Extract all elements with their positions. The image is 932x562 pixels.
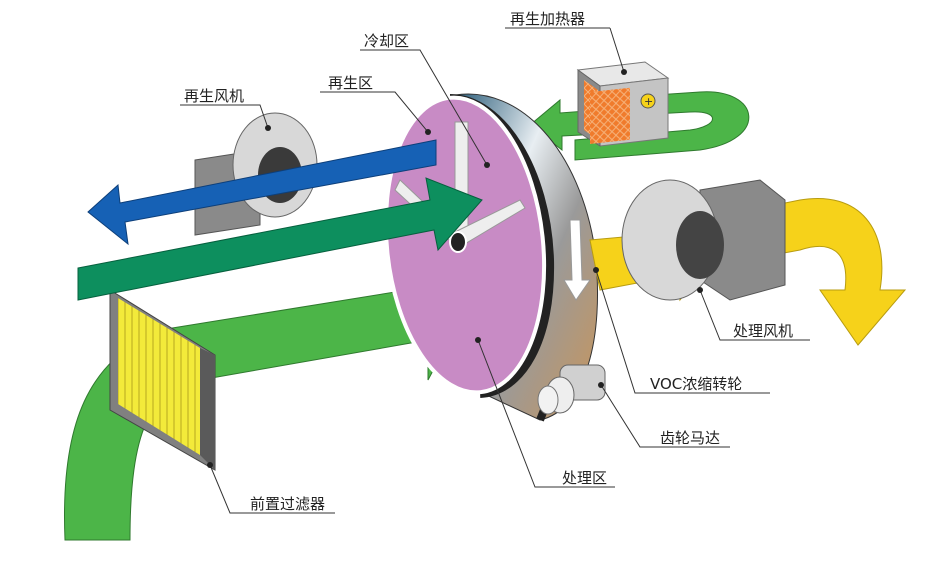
label-pre-filter: 前置过滤器 — [250, 495, 325, 513]
label-process-zone: 处理区 — [562, 469, 607, 487]
label-cooling-zone: 冷却区 — [364, 32, 409, 50]
leader-lines — [180, 27, 810, 514]
label-process-fan: 处理风机 — [733, 322, 793, 340]
plus-icon: + — [644, 95, 653, 108]
label-gear-motor: 齿轮马达 — [660, 429, 720, 447]
label-regen-zone: 再生区 — [328, 74, 373, 92]
label-voc-rotor: VOC浓缩转轮 — [650, 375, 742, 393]
leader-dots — [207, 69, 703, 468]
regen-inlet-arrow — [77, 177, 483, 301]
pre-filter — [109, 289, 216, 471]
process-fan — [621, 179, 786, 301]
gear-motor — [536, 364, 606, 422]
label-regen-fan: 再生风机 — [184, 87, 244, 105]
exhaust-air-arrow — [87, 139, 437, 246]
regen-heater: + — [576, 61, 670, 147]
label-regen-heater: 再生加热器 — [510, 10, 585, 28]
voc-rotor — [383, 93, 598, 421]
